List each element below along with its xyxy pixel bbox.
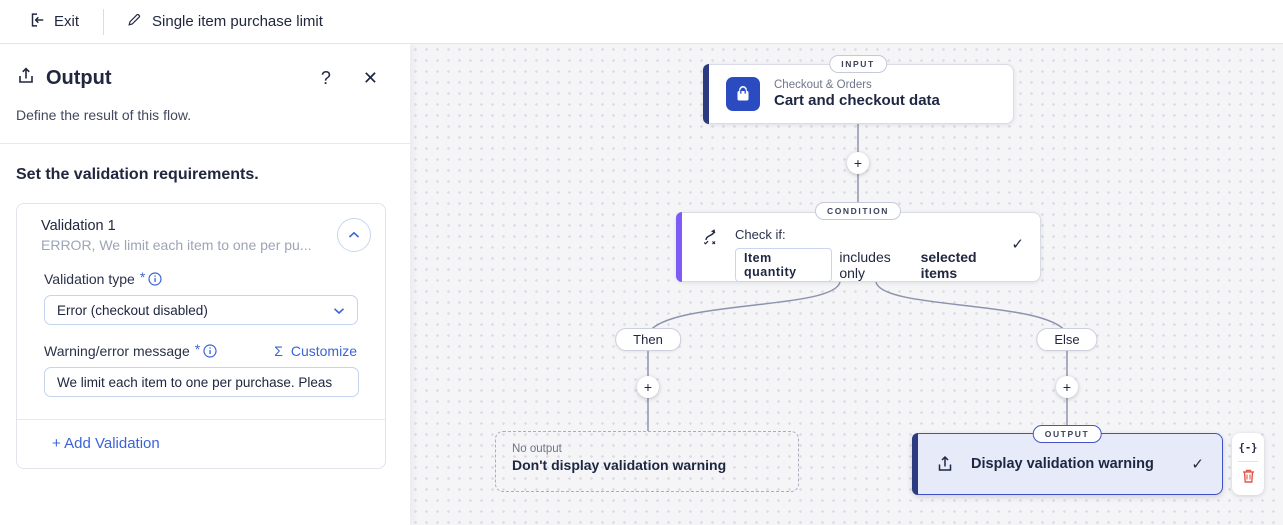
flow-title[interactable]: Single item purchase limit (152, 13, 323, 30)
panel-divider (0, 143, 410, 144)
condition-branch-icon (699, 227, 721, 282)
edit-pencil-icon[interactable] (126, 12, 142, 32)
required-marker: * (139, 269, 146, 285)
condition-operator-text: includes only (839, 249, 891, 281)
output-icon (16, 66, 36, 91)
then-branch-pill: Then (615, 328, 681, 351)
section-heading: Set the validation requirements. (16, 166, 259, 183)
sigma-icon: Σ (274, 343, 283, 359)
input-node-category: Checkout & Orders (774, 79, 872, 91)
flow-canvas[interactable]: INPUT Checkout & Orders Cart and checkou… (410, 44, 1283, 525)
checkout-orders-app-icon (726, 77, 760, 111)
condition-field-chip[interactable]: Item quantity (735, 248, 833, 282)
validation-card-summary: ERROR, We limit each item to one per pu.… (41, 237, 312, 253)
output-settings-panel: Output ? ✕ Define the result of this flo… (0, 44, 410, 525)
check-icon: ✓ (1191, 456, 1204, 473)
validation-type-label: Validation type (44, 271, 135, 287)
output-upload-icon (935, 454, 955, 474)
no-output-node[interactable]: No output Don't display validation warni… (495, 431, 799, 492)
panel-subtitle: Define the result of this flow. (16, 107, 192, 123)
no-output-title: Don't display validation warning (512, 457, 727, 473)
chevron-up-icon (348, 231, 360, 239)
input-badge: INPUT (829, 55, 887, 73)
input-node-title: Cart and checkout data (774, 92, 940, 109)
input-node[interactable]: Checkout & Orders Cart and checkout data (703, 64, 1014, 124)
required-marker: * (194, 341, 201, 357)
exit-button[interactable]: Exit (28, 11, 79, 33)
customize-label: Customize (290, 343, 357, 359)
output-node-title: Display validation warning (971, 456, 1154, 472)
add-step-button[interactable]: + (847, 152, 869, 174)
delete-node-button[interactable] (1241, 468, 1256, 484)
message-label: Warning/error message (44, 343, 190, 359)
node-stripe (676, 212, 682, 282)
add-validation-button[interactable]: + Add Validation (52, 435, 160, 452)
condition-badge: CONDITION (814, 202, 902, 220)
toolbar-divider (1238, 461, 1258, 462)
message-input[interactable] (44, 367, 359, 397)
condition-value-text: selected items (920, 249, 977, 281)
node-stripe (912, 433, 918, 495)
code-braces-icon[interactable]: {-} (1238, 442, 1258, 454)
customize-button[interactable]: Σ Customize (274, 343, 357, 359)
node-toolbar: {-} (1232, 433, 1264, 495)
collapse-validation-button[interactable] (337, 218, 371, 252)
info-icon[interactable] (148, 272, 162, 286)
topbar-divider (103, 8, 105, 35)
condition-check-label: Check if: (735, 227, 786, 242)
check-icon: ✓ (1011, 236, 1024, 253)
output-badge: OUTPUT (1032, 425, 1102, 443)
info-icon[interactable] (203, 344, 217, 358)
node-stripe (703, 64, 709, 124)
top-bar: Exit Single item purchase limit (0, 0, 1283, 44)
add-step-button[interactable]: + (637, 376, 659, 398)
close-panel-button[interactable]: ✕ (362, 68, 378, 88)
else-branch-pill: Else (1036, 328, 1098, 351)
add-step-button[interactable]: + (1056, 376, 1078, 398)
validation-card-title: Validation 1 (41, 218, 116, 234)
validation-type-value: Error (checkout disabled) (57, 302, 208, 318)
panel-title: Output (46, 67, 112, 89)
condition-node[interactable]: Check if: Item quantity includes only se… (676, 212, 1041, 282)
exit-label: Exit (54, 13, 80, 30)
validation-type-select[interactable]: Error (checkout disabled) (44, 295, 358, 325)
help-button[interactable]: ? (320, 68, 331, 88)
chevron-down-icon (333, 303, 345, 318)
exit-icon (28, 11, 46, 33)
no-output-subtitle: No output (512, 443, 562, 455)
validation-card: Validation 1 ERROR, We limit each item t… (16, 203, 386, 469)
